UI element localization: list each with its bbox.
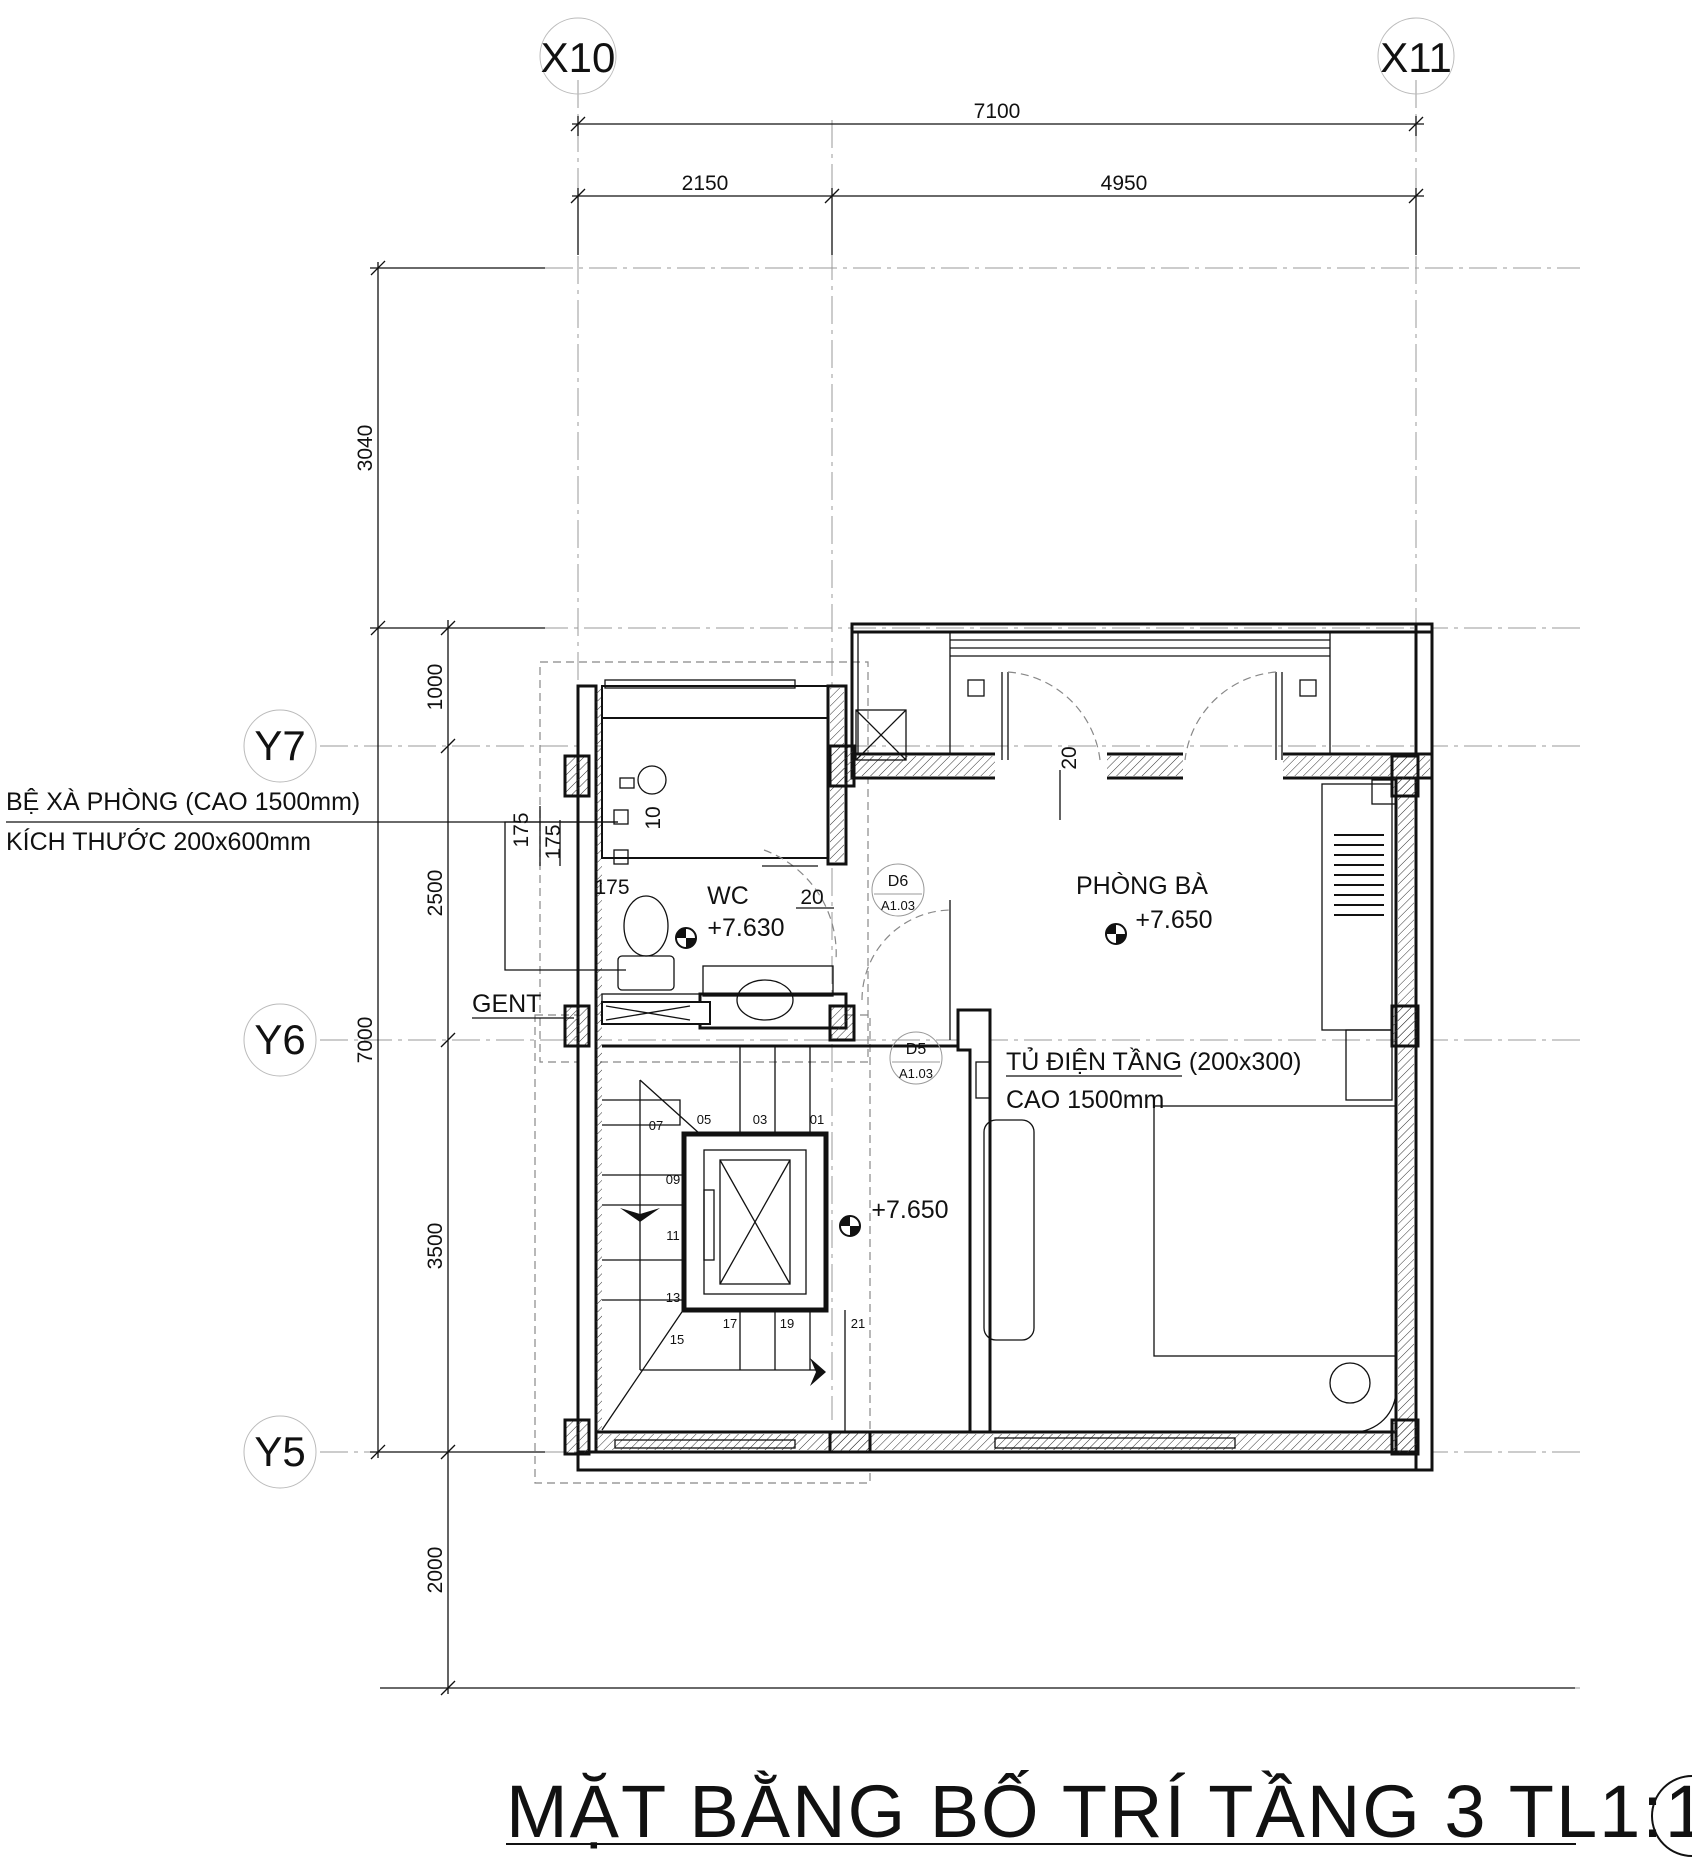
stair-step-03: 03: [753, 1112, 767, 1127]
windows: [604, 679, 1236, 1449]
stair-step-15: 15: [670, 1332, 684, 1347]
dim-left-3040: 3040: [354, 425, 377, 472]
stair-step-09: 09: [666, 1172, 680, 1187]
axis-label-x10: X10: [541, 34, 616, 81]
stair-step-19: 19: [780, 1316, 794, 1331]
north-arrow-icon: [1651, 1775, 1692, 1857]
dim-20-wc: 20: [800, 886, 823, 909]
bedroom-furniture: [1153, 779, 1397, 1433]
technical-shaft: [855, 709, 907, 761]
door-tag-d5: D5: [906, 1041, 927, 1058]
stair-dashed-outline: [534, 1014, 871, 1484]
axis-label-y7: Y7: [254, 722, 305, 769]
dim-top-left: 2150: [682, 172, 729, 195]
door-tag-d5-ref: A1.03: [899, 1066, 933, 1081]
soap-shelf-note-line2: KÍCH THƯỚC 200x600mm: [6, 827, 311, 856]
dim-175-c: 175: [594, 876, 629, 899]
dim-left-2000: 2000: [424, 1547, 447, 1594]
stair-step-13: 13: [666, 1290, 680, 1305]
structural-columns: [563, 744, 1420, 1456]
stair-step-17: 17: [723, 1316, 737, 1331]
dim-20-balcony: 20: [1058, 746, 1081, 769]
dim-left-1000: 1000: [424, 664, 447, 711]
exterior-walls: [576, 622, 1434, 1472]
dim-left-3500: 3500: [424, 1223, 447, 1270]
panel-note-line1: TỦ ĐIỆN TẦNG (200x300): [1006, 1046, 1301, 1076]
dim-top-total: 7100: [974, 100, 1021, 123]
left-dimensions: 3040 7000 1000 2500 3500 2000: [354, 260, 1575, 1696]
room-label-phong-ba: PHÒNG BÀ: [1076, 871, 1208, 900]
dim-10: 10: [642, 806, 665, 829]
room-labels: WC +7.630 PHÒNG BÀ +7.650 +7.650: [707, 871, 1212, 1224]
drawing-title: MẶT BẰNG BỐ TRÍ TẦNG 3 TL1:100: [506, 1770, 1692, 1853]
top-dimensions: 7100 2150 4950: [570, 100, 1424, 255]
elevator: [681, 1131, 829, 1313]
room-level: +7.650: [1135, 906, 1212, 934]
stair-step-21: 21: [851, 1316, 865, 1331]
stair-step-07: 07: [649, 1118, 663, 1133]
stair-step-05: 05: [697, 1112, 711, 1127]
gent-label: GENT: [472, 990, 541, 1018]
stair-step-11: 11: [666, 1228, 680, 1243]
stair-step-01: 01: [810, 1112, 824, 1127]
wc-room: [601, 684, 848, 1030]
soap-shelf-note-line1: BỆ XÀ PHÒNG (CAO 1500mm): [6, 787, 360, 816]
axis-label-x11: X11: [1380, 34, 1452, 81]
panel-note-line2: CAO 1500mm: [1006, 1086, 1164, 1114]
staircase: [601, 1044, 990, 1432]
level-markers: [675, 923, 1127, 1237]
axis-markers: X10 X11 Y7 Y6 Y5: [243, 17, 1455, 1489]
wc-level: +7.630: [707, 914, 784, 942]
dim-left-2500: 2500: [424, 870, 447, 917]
stair-step-numbers: 01 03 05 07 09 11 13 15 17 19 21: [649, 1112, 865, 1347]
door-tag-d6-ref: A1.03: [881, 898, 915, 913]
dim-left-7000: 7000: [354, 1017, 377, 1064]
hall-level: +7.650: [871, 1196, 948, 1224]
annotations: BỆ XÀ PHÒNG (CAO 1500mm) KÍCH THƯỚC 200x…: [6, 746, 1301, 1114]
bedroom-partition: [861, 900, 1035, 1434]
axis-label-y6: Y6: [254, 1016, 305, 1063]
axis-label-y5: Y5: [254, 1428, 305, 1475]
wc-label: WC: [707, 882, 749, 910]
dim-175-b: 175: [542, 824, 565, 859]
dim-175-a: 175: [510, 812, 533, 847]
door-tags: D6 A1.03 D5 A1.03: [871, 863, 943, 1085]
door-tag-d6: D6: [888, 873, 909, 890]
dim-top-right: 4950: [1101, 172, 1148, 195]
